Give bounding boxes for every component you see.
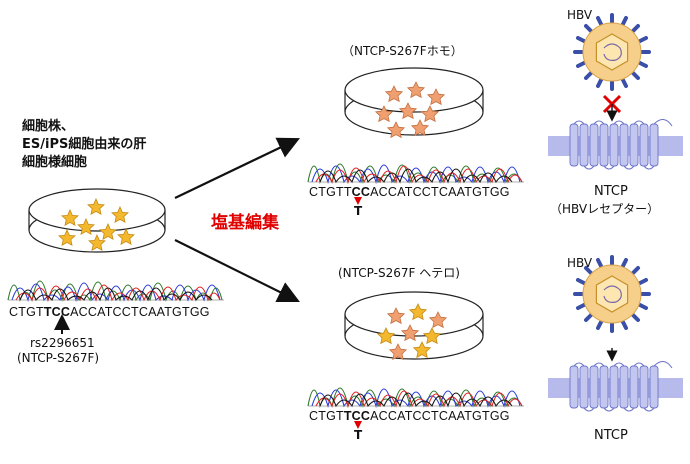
bottom-dish (344, 291, 484, 360)
left-seq-mid: TCC (43, 305, 71, 319)
bottom-seq-mid: TCC (343, 409, 371, 423)
top-dish (344, 67, 484, 138)
bottom-seq-pre: CTGT (309, 409, 344, 423)
top-sequence: CTGTTCCACCATCCTCAATGTGG (309, 185, 510, 199)
left-caption-line3: 細胞様細胞 (22, 155, 88, 170)
left-dish (28, 188, 166, 253)
bottom-title: (NTCP-S267F ヘテロ) (338, 266, 460, 280)
hbv-virus-bottom (573, 255, 651, 333)
left-seq-pre: CTGT (9, 305, 44, 319)
arrow-to-hetero (174, 239, 300, 303)
top-mutation: T (354, 204, 363, 218)
mutation-marker-top (354, 197, 362, 205)
base-editing-label: 塩基編集 (211, 213, 279, 233)
hbv-virus-top (573, 13, 651, 91)
hbv-label-top: HBV (567, 8, 593, 22)
snp-id: rs2296651 (30, 336, 95, 350)
top-title: （NTCP-S267Fホモ） (342, 44, 463, 58)
bottom-mutation: T (354, 428, 363, 442)
left-chromatogram (7, 280, 224, 303)
ntcp-membrane-top (548, 119, 683, 170)
left-caption-line2: ES/iPS細胞由来の肝 (22, 137, 147, 152)
top-chromatogram (307, 163, 524, 185)
arrow-to-homo (174, 137, 300, 199)
bottom-seq-post: ACCATCCTCAATGTGG (370, 409, 510, 423)
top-seq-post: ACCATCCTCAATGTGG (370, 185, 510, 199)
snp-label: (NTCP-S267F) (17, 351, 100, 365)
top-seq-mid: CC (351, 185, 371, 199)
ntcp-sub-top: （HBVレセプター） (550, 202, 660, 216)
ntcp-label-top: NTCP (594, 184, 628, 199)
mutation-marker-bottom (354, 421, 362, 429)
ntcp-label-bottom: NTCP (594, 428, 628, 443)
left-caption: 細胞株、 ES/iPS細胞由来の肝 細胞様細胞 (22, 118, 146, 172)
left-sequence: CTGTTCCACCATCCTCAATGTGG (9, 305, 210, 319)
left-seq-post: ACCATCCTCAATGTGG (70, 305, 210, 319)
bottom-sequence: CTGTTCCACCATCCTCAATGTGG (309, 409, 510, 423)
left-caption-line1: 細胞株、 (22, 119, 75, 134)
hbv-label-bottom: HBV (567, 256, 593, 270)
bottom-chromatogram (307, 387, 524, 409)
top-seq-pre: CTGTT (309, 185, 352, 199)
ntcp-membrane-bottom (548, 361, 683, 412)
